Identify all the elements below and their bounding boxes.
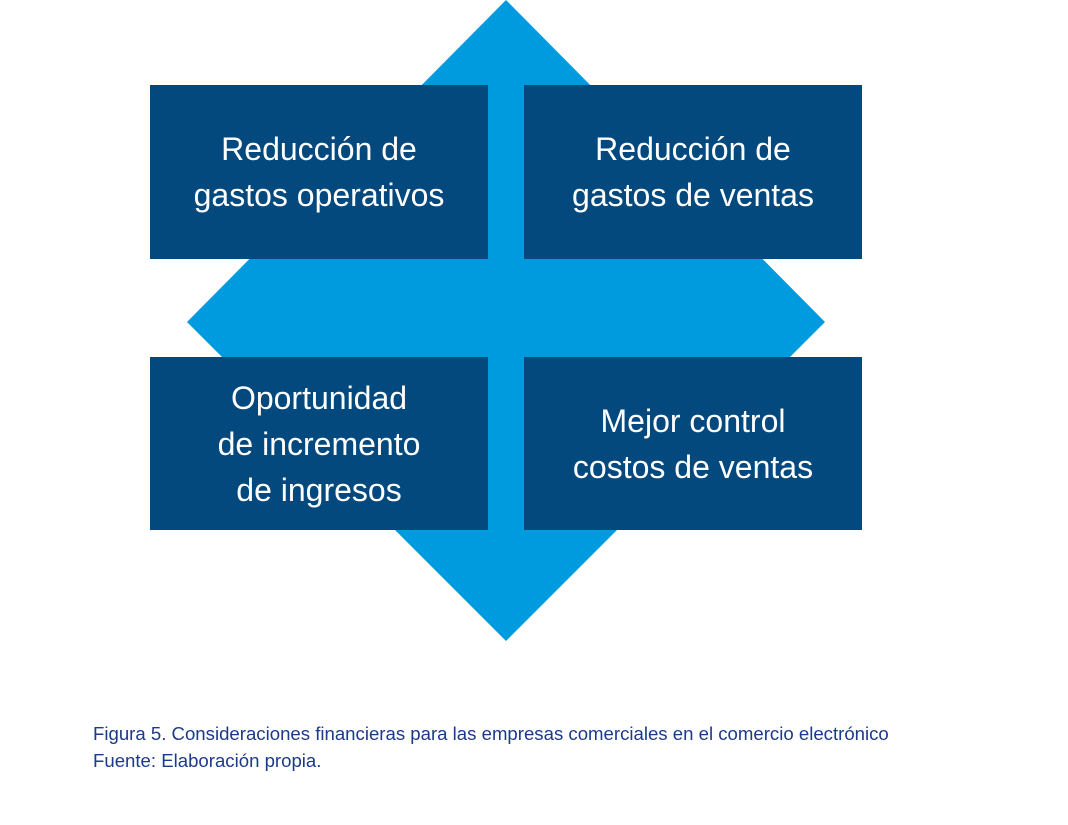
box-cost-control: Mejor control costos de ventas [524, 357, 862, 530]
figure-caption: Figura 5. Consideraciones financieras pa… [93, 723, 889, 744]
box-sales-costs: Reducción de gastos de ventas [524, 85, 862, 259]
box-revenue-opportunity: Oportunidad de incremento de ingresos [150, 357, 488, 530]
box-label: Reducción de gastos de ventas [572, 131, 814, 213]
box-label: Reducción de gastos operativos [193, 131, 445, 213]
box-label: Oportunidad de incremento de ingresos [217, 379, 421, 508]
figure-source: Fuente: Elaboración propia. [93, 750, 322, 771]
box-operating-costs: Reducción de gastos operativos [150, 85, 488, 259]
box-label: Mejor control costos de ventas [572, 402, 814, 485]
